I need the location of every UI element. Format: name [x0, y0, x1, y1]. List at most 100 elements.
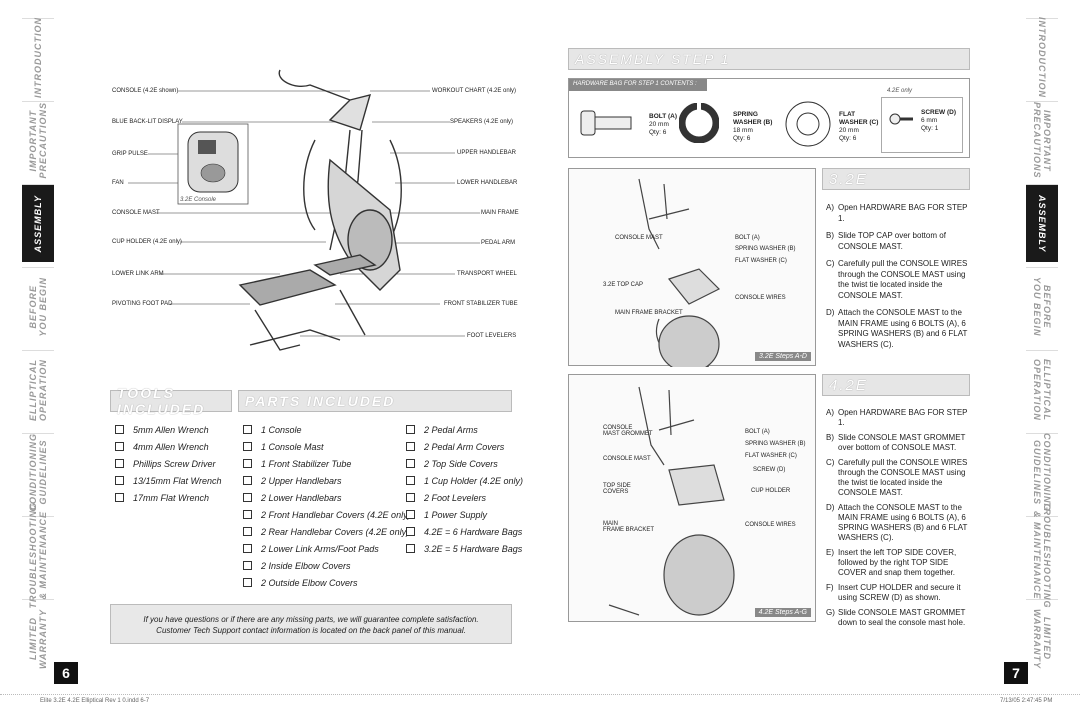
part-name: 2 Outside Elbow Covers: [261, 577, 358, 588]
checkbox[interactable]: [115, 493, 124, 502]
tab-limited-warranty[interactable]: LIMITED WARRANTY: [22, 599, 54, 677]
right-section-tabs: INTRODUCTION IMPORTANT PRECAUTIONS ASSEM…: [1026, 17, 1058, 682]
step-text: Open HARDWARE BAG FOR STEP 1.: [838, 408, 968, 427]
checkbox[interactable]: [243, 510, 252, 519]
p1-spring-washer: SPRING WASHER (B): [735, 246, 796, 252]
checkbox[interactable]: [406, 459, 415, 468]
tab-assembly[interactable]: ASSEMBLY: [22, 184, 54, 262]
callout-main-frame: MAIN FRAME: [481, 210, 519, 216]
screw-size: 6 mm: [921, 117, 938, 124]
spring-washer-qty: Qty: 6: [733, 135, 751, 142]
step-text: Attach the CONSOLE MAST to the MAIN FRAM…: [838, 503, 968, 542]
tab-label: INTRODUCTION: [33, 17, 43, 98]
checkbox[interactable]: [243, 493, 252, 502]
checkbox[interactable]: [115, 442, 124, 451]
step-letter: E): [826, 548, 834, 557]
list-item: 2 Lower Link Arms/Foot Pads: [243, 540, 411, 557]
p2-main-frame-bracket: MAIN FRAME BRACKET: [603, 521, 655, 533]
p2-grommet: CONSOLE MAST GROMMET: [603, 425, 653, 437]
tab-assembly[interactable]: ASSEMBLY: [1026, 184, 1058, 262]
p1-flat-washer: FLAT WASHER (C): [735, 258, 787, 264]
tab-conditioning-guidelines[interactable]: CONDITIONING GUIDELINES: [22, 433, 54, 512]
screw-label: SCREW (D) 6 mm Qty: 1: [921, 109, 956, 133]
part-name: 1 Console Mast: [261, 441, 324, 452]
callout-console: CONSOLE (4.2E shown): [112, 88, 179, 94]
checkbox[interactable]: [243, 578, 252, 587]
step-text: Insert CUP HOLDER and secure it using SC…: [838, 583, 961, 602]
p2-spring-washer: SPRING WASHER (B): [745, 441, 806, 447]
p2-bolt: BOLT (A): [745, 429, 770, 435]
callout-foot-pad: PIVOTING FOOT PAD: [112, 301, 173, 307]
notice-line-2: Customer Tech Support contact informatio…: [156, 626, 466, 635]
list-item: 2 Inside Elbow Covers: [243, 557, 411, 574]
hardware-bag-title: HARDWARE BAG FOR STEP 1 CONTENTS :: [569, 79, 707, 91]
callout-cup-holder: CUP HOLDER (4.2E only): [112, 239, 182, 245]
step-letter: D): [826, 503, 835, 512]
tab-before-you-begin[interactable]: BEFORE YOU BEGIN: [22, 267, 54, 345]
tab-label: BEFORE YOU BEGIN: [28, 276, 48, 337]
photo-3-2e-steps: 3.2E Steps A-D CONSOLE MAST BOLT (A) SPR…: [568, 168, 816, 367]
tab-important-precautions[interactable]: IMPORTANT PRECAUTIONS: [22, 101, 54, 179]
list-item: 2 Top Side Covers: [406, 455, 523, 472]
part-name: 2 Inside Elbow Covers: [261, 560, 351, 571]
checkbox[interactable]: [406, 442, 415, 451]
part-name: 1 Power Supply: [424, 509, 488, 520]
tab-limited-warranty[interactable]: LIMITED WARRANTY: [1026, 599, 1058, 677]
tools-list: 5mm Allen Wrench 4mm Allen Wrench Philli…: [115, 421, 222, 506]
tab-introduction[interactable]: INTRODUCTION: [22, 17, 54, 98]
tab-label: ELLIPTICAL OPERATION: [1032, 358, 1052, 421]
list-item: 13/15mm Flat Wrench: [115, 472, 222, 489]
parts-list-col2: 2 Pedal Arms 2 Pedal Arm Covers 2 Top Si…: [406, 421, 523, 557]
checkbox[interactable]: [115, 476, 124, 485]
checkbox[interactable]: [243, 442, 252, 451]
tool-name: 17mm Flat Wrench: [133, 492, 210, 503]
checkbox[interactable]: [115, 459, 124, 468]
photo2-caption: 4.2E Steps A-G: [754, 608, 811, 617]
checkbox[interactable]: [406, 425, 415, 434]
part-name: 4.2E = 6 Hardware Bags: [424, 526, 523, 537]
checkbox[interactable]: [406, 476, 415, 485]
list-item: 4mm Allen Wrench: [115, 438, 222, 455]
tab-before-you-begin[interactable]: BEFORE YOU BEGIN: [1026, 267, 1058, 345]
tab-label: ELLIPTICAL OPERATION: [28, 358, 48, 421]
list-item: Phillips Screw Driver: [115, 455, 222, 472]
tab-conditioning-guidelines[interactable]: CONDITIONING GUIDELINES: [1026, 433, 1058, 512]
tool-name: 13/15mm Flat Wrench: [133, 475, 222, 486]
model-4-2e-steps: A)Open HARDWARE BAG FOR STEP 1. B)Slide …: [826, 408, 972, 633]
checkbox[interactable]: [406, 510, 415, 519]
tab-elliptical-operation[interactable]: ELLIPTICAL OPERATION: [22, 350, 54, 428]
list-item: 2 Upper Handlebars: [243, 472, 411, 489]
checkbox[interactable]: [243, 476, 252, 485]
tab-introduction[interactable]: INTRODUCTION: [1026, 17, 1058, 98]
tab-troubleshooting[interactable]: TROUBLESHOOTING & MAINTENANCE: [1026, 502, 1058, 609]
callout-lower-handlebar: LOWER HANDLEBAR: [457, 180, 518, 186]
tool-name: Phillips Screw Driver: [133, 458, 216, 469]
tab-troubleshooting[interactable]: TROUBLESHOOTING & MAINTENANCE: [22, 502, 54, 609]
checkbox[interactable]: [243, 527, 252, 536]
list-item: 1 Power Supply: [406, 506, 523, 523]
checkbox[interactable]: [406, 544, 415, 553]
tab-elliptical-operation[interactable]: ELLIPTICAL OPERATION: [1026, 350, 1058, 428]
checkbox[interactable]: [243, 544, 252, 553]
tool-name: 4mm Allen Wrench: [133, 441, 209, 452]
step-item: B)Slide CONSOLE MAST GROMMET over bottom…: [826, 433, 972, 453]
callout-lower-link-arm: LOWER LINK ARM: [112, 271, 164, 277]
spring-washer-label: SPRING WASHER (B) 18 mm Qty: 6: [733, 111, 772, 143]
checkbox[interactable]: [115, 425, 124, 434]
step-text: Attach the CONSOLE MAST to the MAIN FRAM…: [838, 308, 968, 349]
checkbox[interactable]: [243, 425, 252, 434]
list-item: 2 Lower Handlebars: [243, 489, 411, 506]
checkbox[interactable]: [406, 493, 415, 502]
callout-workout-chart: WORKOUT CHART (4.2E only): [432, 88, 517, 94]
checkbox[interactable]: [243, 561, 252, 570]
step-letter: F): [826, 583, 834, 592]
model-3-2e-header: 3.2E: [822, 168, 970, 190]
tab-label: IMPORTANT PRECAUTIONS: [28, 102, 48, 179]
left-section-tabs: INTRODUCTION IMPORTANT PRECAUTIONS ASSEM…: [22, 17, 54, 682]
checkbox[interactable]: [243, 459, 252, 468]
tab-important-precautions[interactable]: IMPORTANT PRECAUTIONS: [1026, 101, 1058, 179]
tab-label: CONDITIONING GUIDELINES: [28, 433, 48, 512]
callout-upper-handlebar: UPPER HANDLEBAR: [457, 150, 517, 156]
checkbox[interactable]: [406, 527, 415, 536]
step-text: Carefully pull the CONSOLE WIRES through…: [838, 259, 968, 300]
